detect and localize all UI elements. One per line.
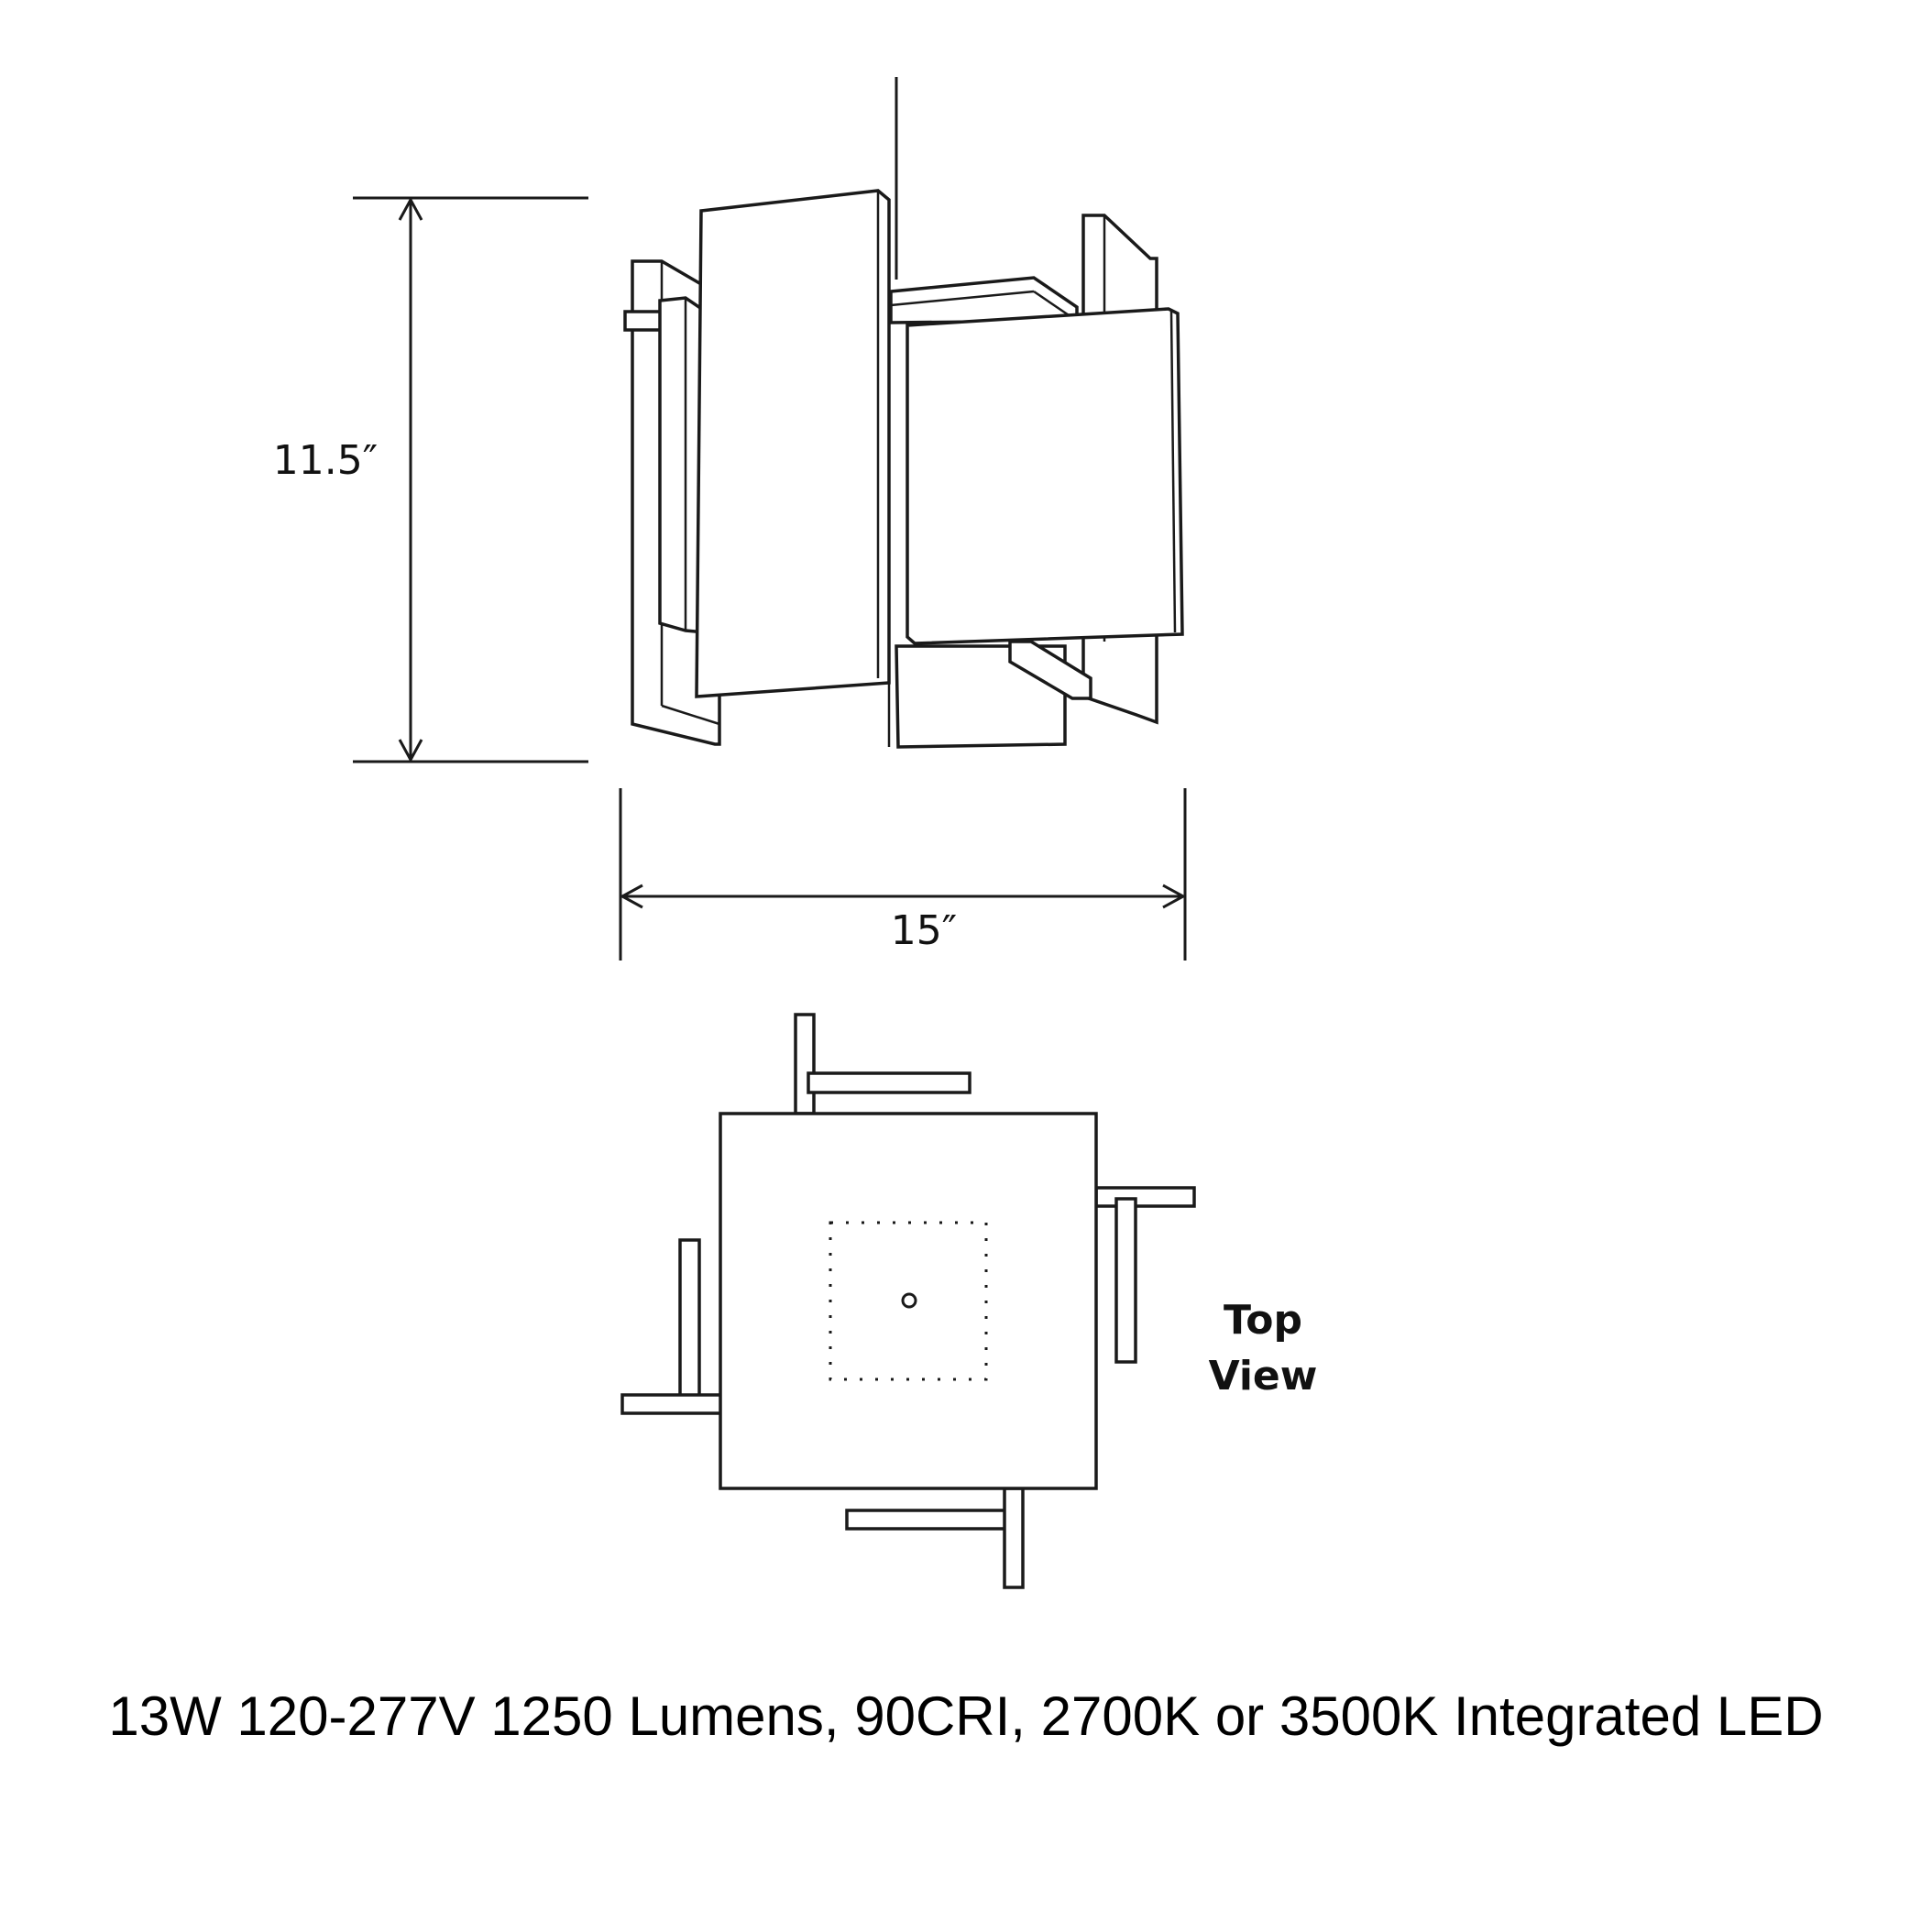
height-dimension: 11.5″: [273, 196, 588, 763]
top-view-slat-bottom-horizontal: [845, 1509, 1009, 1531]
lower-right-bar: [1008, 640, 1092, 700]
spec-line: 13W 120-277V 1250 Lumens, 90CRI, 2700K o…: [108, 1685, 1824, 1747]
width-dimension: 15″: [619, 788, 1187, 961]
side-elevation-view: [623, 77, 1184, 749]
height-label: 11.5″: [273, 437, 378, 484]
width-label: 15″: [891, 907, 957, 954]
canopy-outline-dotted: [829, 1221, 988, 1381]
height-arrow-top: [398, 196, 423, 221]
top-view-slat-left-horizontal: [620, 1393, 723, 1415]
cord-center-point: [901, 1292, 917, 1309]
top-view-label-line2: View: [1209, 1353, 1318, 1400]
top-view-slat-right-vertical: [1114, 1197, 1137, 1364]
top-view-slat-top-horizontal: [807, 1071, 971, 1094]
front-right-panel: [906, 307, 1184, 645]
top-view-slat-bottom-vertical: [1003, 1487, 1025, 1589]
top-view: [620, 1013, 1196, 1589]
height-arrow-bottom: [398, 739, 423, 763]
top-view-slat-right-horizontal: [1094, 1186, 1196, 1208]
width-arrow-right: [1162, 884, 1187, 909]
width-arrow-left: [619, 884, 643, 909]
top-view-slat-left-vertical: [678, 1238, 701, 1405]
center-tall-panel: [695, 189, 891, 698]
top-view-slat-top-vertical: [794, 1013, 816, 1115]
top-view-label-line1: Top: [1224, 1297, 1302, 1344]
